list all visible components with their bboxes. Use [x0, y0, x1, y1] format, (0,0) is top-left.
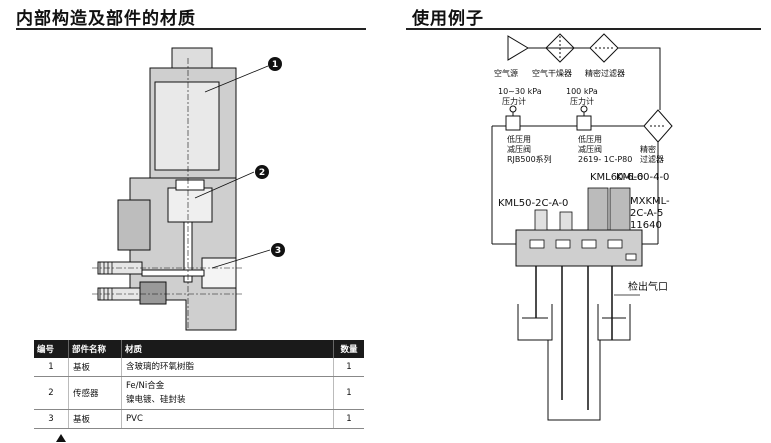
label-air-source: 空气源: [494, 68, 518, 78]
fitting-nut: [139, 281, 167, 305]
header-material: 材质: [121, 340, 334, 358]
tank-left: [517, 304, 553, 341]
sensor-kml60-4: [609, 187, 631, 231]
callout-1-label: 1: [272, 60, 278, 70]
regulator-right-symbol: [576, 115, 592, 131]
label-gauge-right-range: 100 kPa: [566, 87, 598, 96]
cell-no: 2: [34, 376, 69, 410]
label-kml60-4: KML60-4-0: [616, 172, 669, 183]
regulator-left-symbol: [505, 115, 521, 131]
materials-table: 编号 部件名称 材质 数量 1 基板 含玻璃的环氧树脂 1 2 传感器 Fe/N…: [34, 340, 364, 429]
manifold-port-3: [581, 239, 597, 249]
callout-2: [255, 165, 269, 179]
cell-material: PVC: [121, 409, 334, 429]
warning-triangle-icon: [56, 434, 66, 442]
label-reg-right-2: 减压阀: [578, 144, 602, 154]
label-gauge-right-name: 压力计: [570, 96, 594, 106]
callout-2-label: 2: [259, 168, 265, 178]
table-header-row: 编号 部件名称 材质 数量: [34, 340, 364, 358]
label-kml60-6: KML60-6-0: [590, 172, 643, 183]
label-reg-right-3: 2619- 1C-P80: [578, 155, 632, 164]
cell-part: 传感器: [68, 376, 122, 410]
manifold-port-2: [555, 239, 571, 249]
callout-1: [268, 57, 282, 71]
callout-3-label: 3: [275, 246, 281, 256]
label-outlet: 检出气口: [628, 280, 668, 293]
label-gauge-left-name: 压力计: [502, 96, 526, 106]
label-filter-right-1: 精密: [640, 144, 656, 154]
header-no: 编号: [34, 340, 69, 358]
table-row: 2 传感器 Fe/Ni合金 镍电镀、硅封装 1: [34, 376, 364, 410]
top-cap: [171, 47, 213, 69]
cell-material: 含玻璃的环氧树脂: [121, 358, 334, 377]
label-dryer: 空气干燥器: [532, 68, 572, 78]
label-mxkml-2: 2C-A-5: [630, 208, 663, 219]
manifold-port-1: [529, 239, 545, 249]
tank-right: [597, 304, 631, 341]
sensor-kml50: [534, 209, 548, 231]
sensor-top: [175, 179, 205, 191]
sensor-kml60-6: [587, 187, 609, 231]
header-qty: 数量: [333, 340, 364, 358]
table-row: 1 基板 含玻璃的环氧树脂 1: [34, 358, 364, 377]
label-reg-left-3: RJB500系列: [507, 154, 552, 164]
table-row: 3 基板 PVC 1: [34, 409, 364, 429]
right-cavity: [201, 257, 237, 289]
label-gauge-left-range: 10~30 kPa: [498, 87, 542, 96]
label-mxkml-1: MXKML-: [630, 196, 670, 207]
cell-qty: 1: [333, 358, 364, 377]
manifold-port-4: [607, 239, 623, 249]
cell-qty: 1: [333, 409, 364, 429]
cell-part: 基板: [68, 409, 122, 429]
tank-center: [547, 340, 601, 421]
label-precision-filter: 精密过滤器: [585, 68, 625, 78]
label-mxkml-3: 11640: [630, 220, 662, 231]
cell-qty: 1: [333, 376, 364, 410]
gauge-right-symbol: [580, 105, 588, 113]
label-filter-right-2: 过滤器: [640, 154, 664, 164]
title-rule-left: [16, 28, 366, 30]
manifold-port-5: [625, 253, 637, 261]
horizontal-passage: [141, 269, 205, 277]
cell-material: Fe/Ni合金 镍电镀、硅封装: [121, 376, 334, 410]
sensor-kml50-b: [559, 211, 573, 231]
section-title-internal-structure: 内部构造及部件的材质: [16, 9, 196, 29]
title-rule-right: [406, 28, 761, 30]
label-reg-left-2: 减压阀: [507, 144, 531, 154]
label-reg-right-1: 低压用: [578, 134, 602, 144]
sensor-chamber: [154, 81, 220, 171]
section-title-usage-example: 使用例子: [412, 9, 484, 29]
callout-3: [271, 243, 285, 257]
air-source-symbol: [507, 35, 529, 61]
cell-part: 基板: [68, 358, 122, 377]
label-reg-left-1: 低压用: [507, 134, 531, 144]
cell-no: 1: [34, 358, 69, 377]
left-step-block: [117, 199, 151, 251]
cell-no: 3: [34, 409, 69, 429]
header-part: 部件名称: [68, 340, 122, 358]
label-kml50: KML50-2C-A-0: [498, 198, 568, 209]
gauge-left-symbol: [509, 105, 517, 113]
